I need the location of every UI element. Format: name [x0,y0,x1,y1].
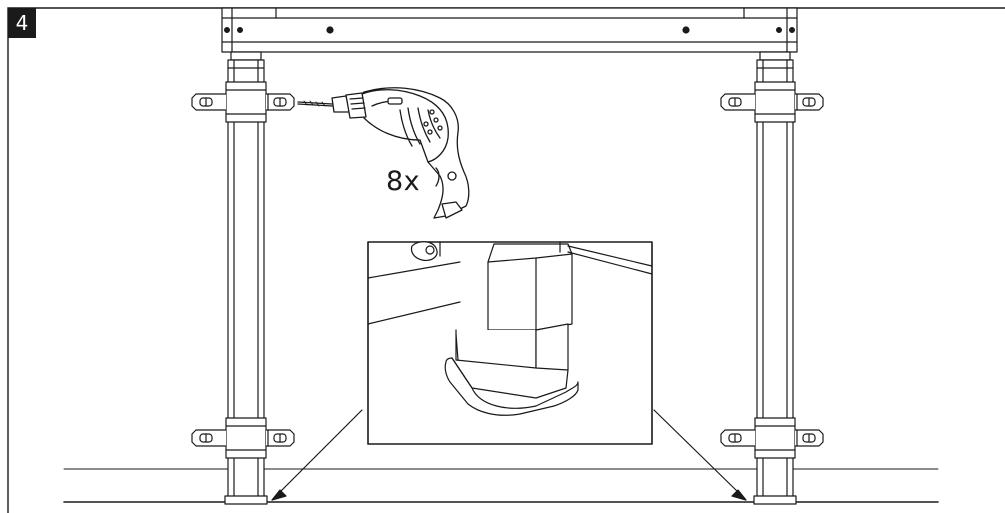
bracket-right-lower [720,417,824,459]
mounting-brackets [191,81,824,459]
top-rail [221,7,798,53]
step-number-badge: 4 [8,8,36,38]
bracket-left-upper [191,81,295,123]
bracket-right-upper [720,81,824,123]
drill-quantity-label: 8x [386,166,421,197]
bracket-left-lower [191,417,295,459]
pointer-arrow-icon [271,409,747,501]
power-drill-icon [297,87,470,219]
floor-lines [63,468,939,503]
zoom-callout-detail [367,241,653,445]
